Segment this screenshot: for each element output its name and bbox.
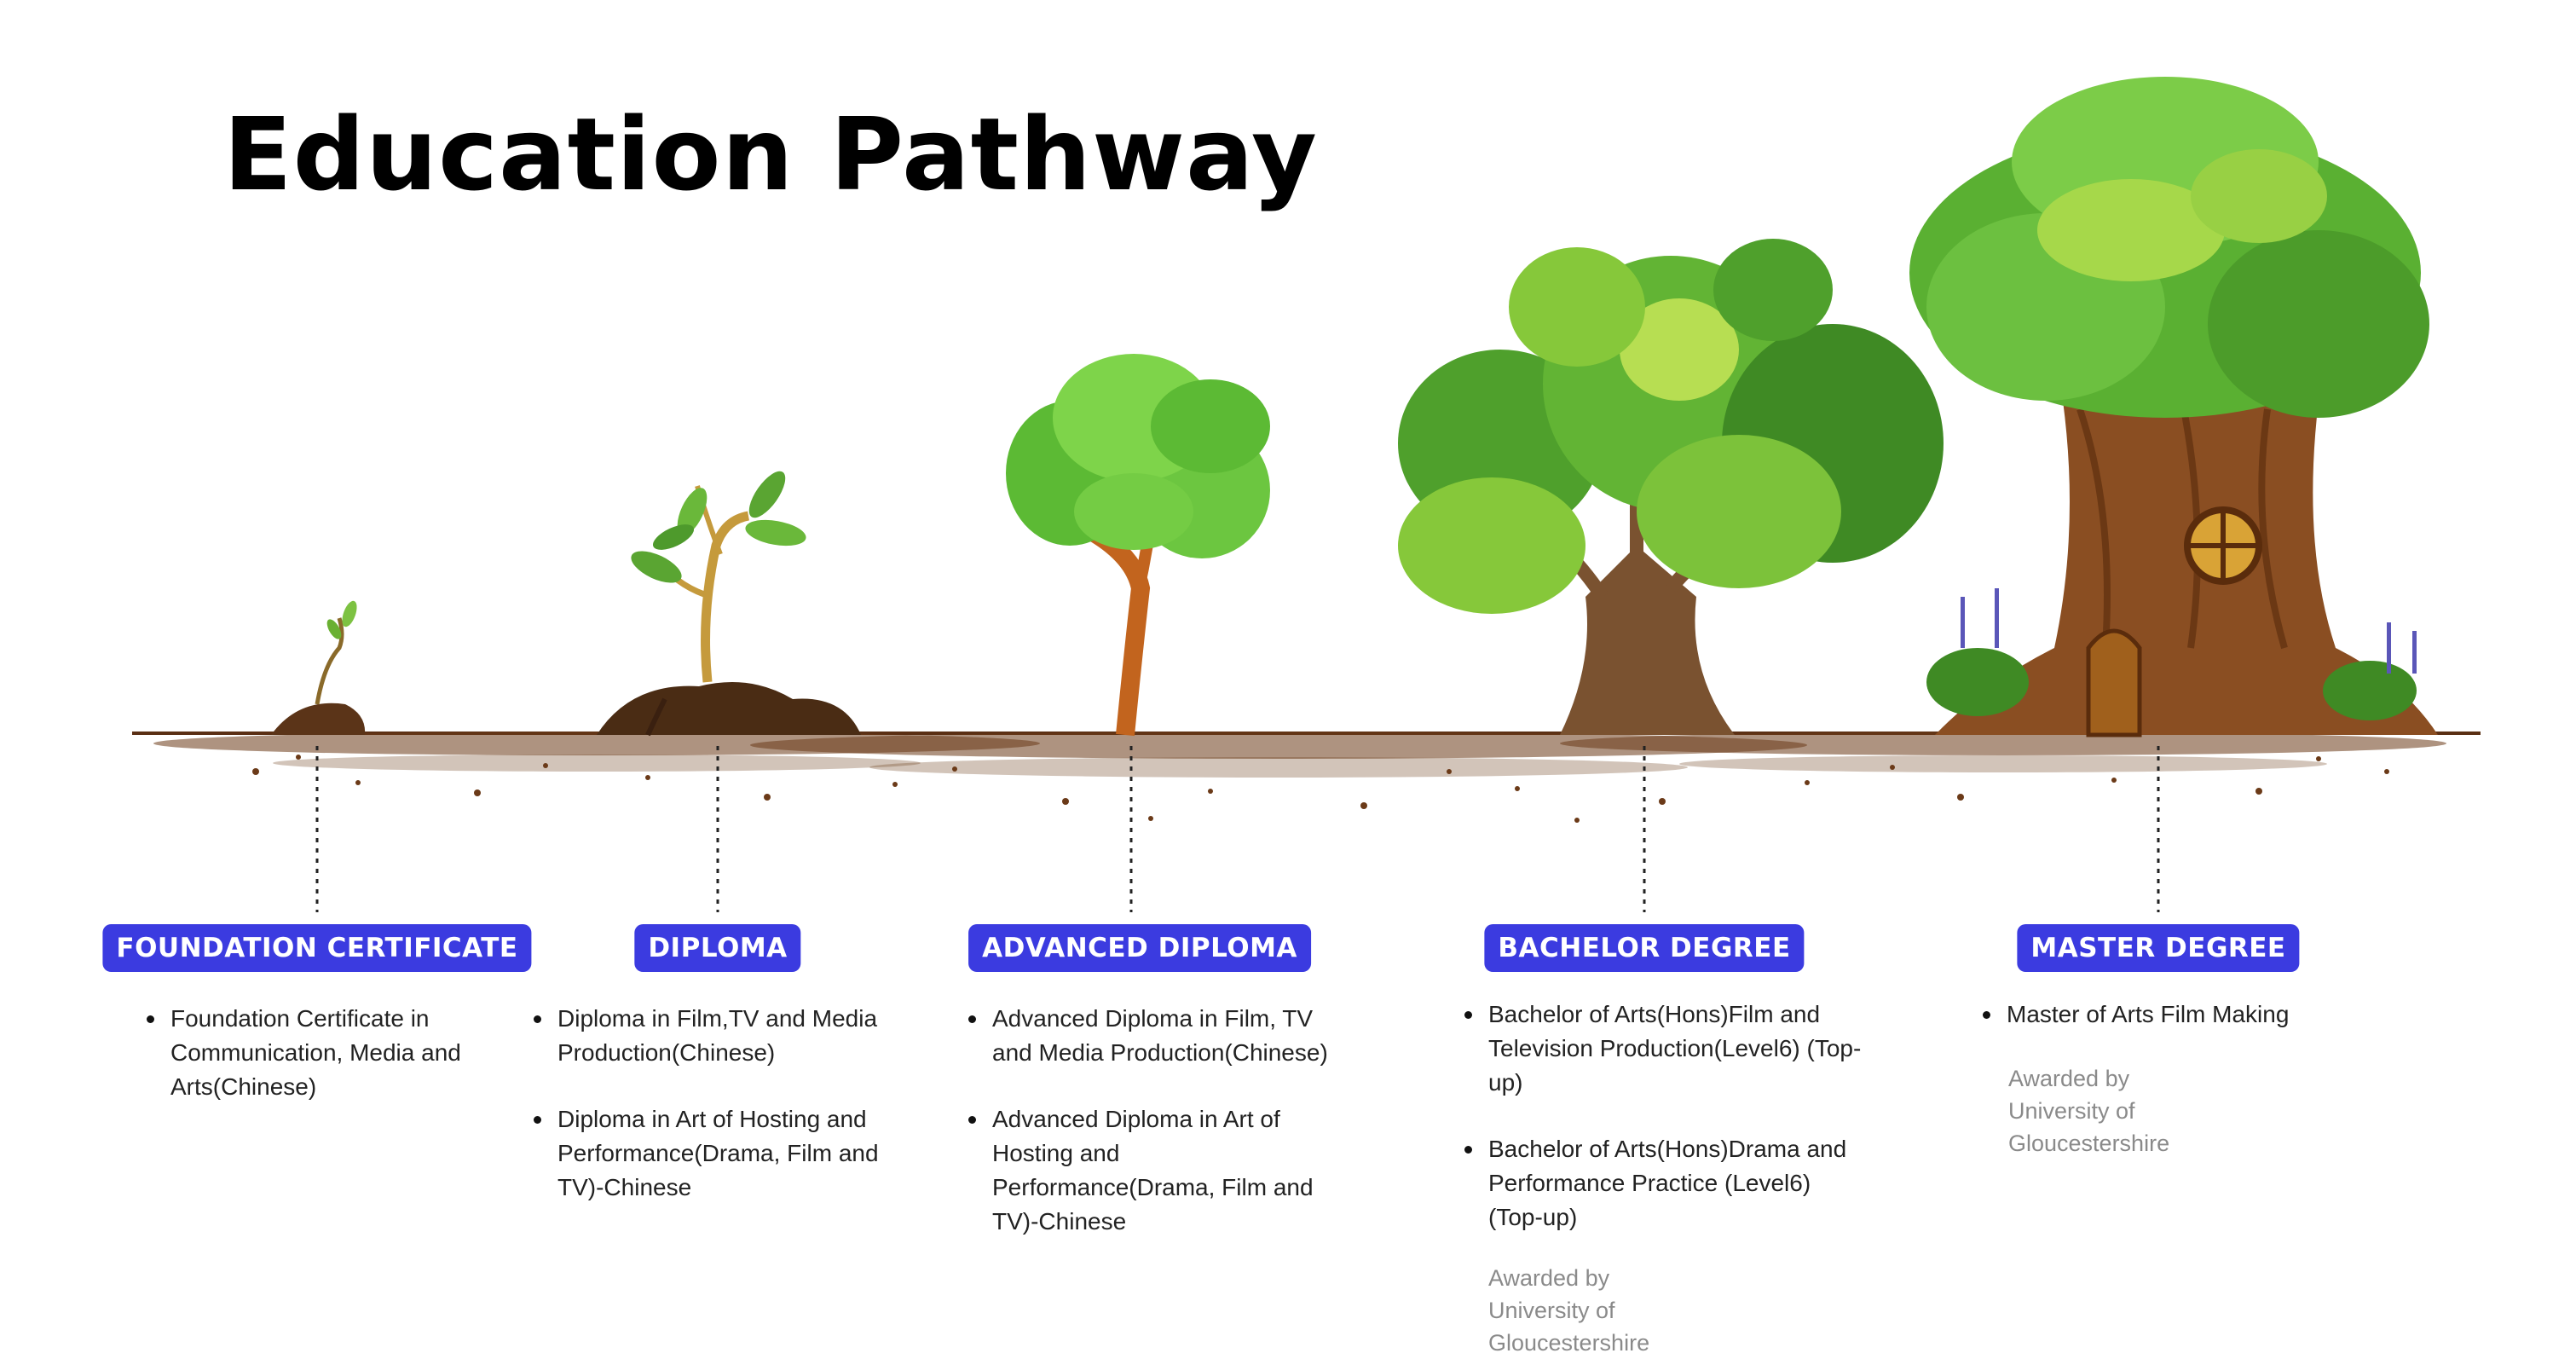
program-item: Diploma in Art of Hosting and Performanc… bbox=[534, 1102, 909, 1205]
program-item: Advanced Diploma in Art of Hosting and P… bbox=[968, 1102, 1343, 1239]
young-plant-icon bbox=[597, 471, 861, 737]
stage-badge: MASTER DEGREE bbox=[2017, 924, 2300, 972]
stage-badge: BACHELOR DEGREE bbox=[1484, 924, 1805, 972]
connector-lines bbox=[315, 746, 2160, 912]
program-list: Advanced Diploma in Film, TV and Media P… bbox=[968, 1002, 1343, 1271]
award-note: Awarded by University of Gloucestershire bbox=[2008, 1062, 2169, 1159]
seedling-sprout-icon bbox=[271, 600, 366, 735]
award-line-1: Awarded by bbox=[1488, 1265, 1610, 1291]
program-item: Bachelor of Arts(Hons)Drama and Performa… bbox=[1464, 1132, 1865, 1235]
stage-badge: ADVANCED DIPLOMA bbox=[968, 924, 1311, 972]
program-item: Advanced Diploma in Film, TV and Media P… bbox=[968, 1002, 1343, 1070]
program-item: Diploma in Film,TV and Media Production(… bbox=[534, 1002, 909, 1070]
soil-ground bbox=[132, 732, 2481, 823]
program-list: Bachelor of Arts(Hons)Film and Televisio… bbox=[1464, 998, 1865, 1267]
award-line-1: Awarded by bbox=[2008, 1066, 2130, 1091]
award-line-2: University of Gloucestershire bbox=[2008, 1098, 2170, 1156]
stage-badge: FOUNDATION CERTIFICATE bbox=[102, 924, 532, 972]
program-list: Foundation Certificate in Communication,… bbox=[147, 1002, 488, 1136]
mature-tree-icon bbox=[1398, 239, 1944, 735]
young-tree-icon bbox=[1006, 354, 1270, 737]
award-line-2: University of Gloucestershire bbox=[1488, 1298, 1650, 1356]
award-note: Awarded by University of Gloucestershire bbox=[1488, 1262, 1649, 1359]
page-title: Education Pathway bbox=[223, 95, 1318, 213]
program-item: Master of Arts Film Making bbox=[1983, 998, 2375, 1032]
stage-badge: DIPLOMA bbox=[634, 924, 801, 972]
program-list: Diploma in Film,TV and Media Production(… bbox=[534, 1002, 909, 1237]
fairy-house-tree-icon bbox=[1909, 77, 2438, 737]
program-item: Bachelor of Arts(Hons)Film and Televisio… bbox=[1464, 998, 1865, 1100]
program-item: Foundation Certificate in Communication,… bbox=[147, 1002, 488, 1104]
program-list: Master of Arts Film Making bbox=[1983, 998, 2375, 1064]
